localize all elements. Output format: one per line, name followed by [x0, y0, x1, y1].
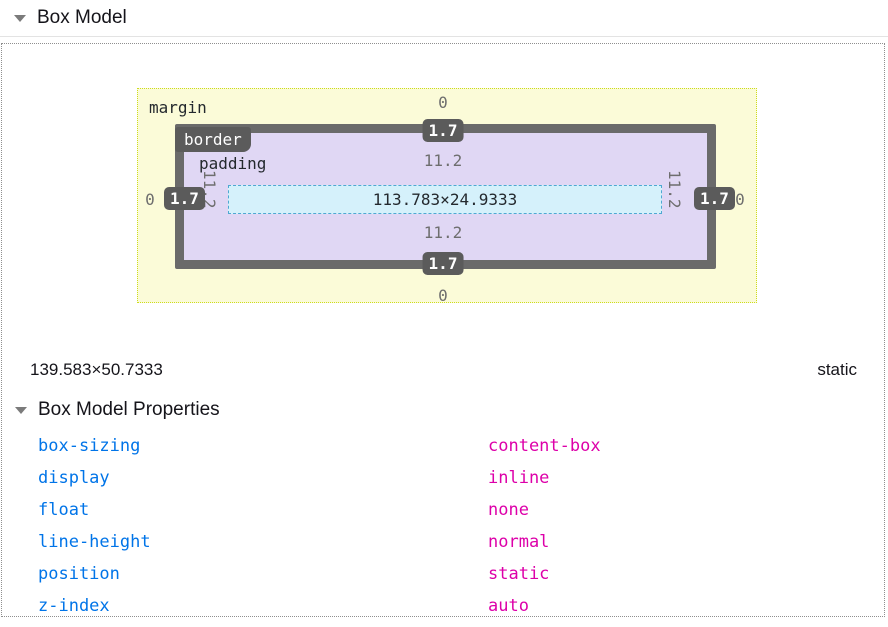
property-row: position static	[0, 565, 888, 597]
padding-region-label: padding	[199, 154, 267, 173]
element-dimensions: 139.583×50.7333	[30, 360, 163, 379]
property-row: box-sizing content-box	[0, 437, 888, 469]
property-name: float	[38, 500, 90, 520]
box-model-properties-header[interactable]: Box Model Properties	[15, 399, 220, 421]
property-value: none	[488, 500, 529, 520]
padding-right-value[interactable]: 11.2	[665, 170, 684, 209]
margin-top-value[interactable]: 0	[438, 93, 448, 112]
content-size-value: 113.783×24.9333	[372, 190, 518, 209]
property-value: normal	[488, 532, 550, 552]
box-model-properties-title: Box Model Properties	[38, 399, 220, 420]
boxmodel-margin-region[interactable]: margin border padding 113.783×24.9333 0 …	[137, 88, 757, 305]
property-row: line-height normal	[0, 533, 888, 565]
margin-region-label: margin	[149, 98, 207, 117]
property-row: display inline	[0, 469, 888, 501]
boxmodel-content-region[interactable]: 113.783×24.9333	[228, 185, 662, 214]
property-name: display	[38, 468, 110, 488]
property-value: auto	[488, 596, 529, 616]
property-name: line-height	[38, 532, 151, 552]
padding-bottom-value[interactable]: 11.2	[423, 223, 463, 242]
box-model-title: Box Model	[37, 7, 127, 28]
property-name: box-sizing	[38, 436, 141, 456]
border-top-value[interactable]: 1.7	[422, 119, 464, 142]
margin-left-value[interactable]: 0	[145, 190, 155, 209]
margin-bottom-value[interactable]: 0	[438, 286, 448, 305]
element-position: static	[817, 360, 857, 379]
properties-list: box-sizing content-box display inline fl…	[0, 437, 888, 627]
property-value: inline	[488, 468, 550, 488]
property-row: float none	[0, 501, 888, 533]
property-name: position	[38, 564, 120, 584]
padding-top-value[interactable]: 11.2	[423, 151, 463, 170]
margin-right-value[interactable]: 0	[735, 190, 745, 209]
collapse-arrow-icon	[14, 14, 26, 22]
border-right-value[interactable]: 1.7	[694, 187, 735, 210]
property-value: content-box	[488, 436, 601, 456]
border-left-value[interactable]: 1.7	[164, 187, 205, 210]
box-model-section-header[interactable]: Box Model	[0, 0, 888, 37]
collapse-arrow-icon	[15, 406, 27, 414]
border-bottom-value[interactable]: 1.7	[422, 252, 464, 275]
property-row: z-index auto	[0, 597, 888, 627]
property-name: z-index	[38, 596, 110, 616]
property-value: static	[488, 564, 550, 584]
border-region-label: border	[175, 127, 251, 152]
